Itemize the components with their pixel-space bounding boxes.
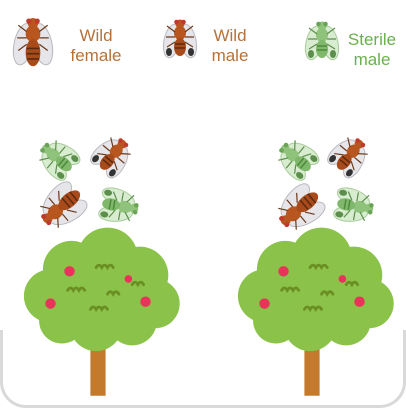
legend-wild-male-line1: Wild (190, 26, 270, 46)
fly-cluster-left (30, 128, 142, 238)
legend-wild-male-line2: male (190, 46, 270, 66)
sterile-male-fly-icon (303, 22, 342, 62)
wild-male-fly-icon (84, 128, 139, 183)
sterile-male-fly-icon (96, 183, 142, 228)
legend-wild-female-line2: female (56, 46, 136, 66)
legend-sterile-male-line1: Sterile (337, 30, 406, 50)
sterile-male-fly-icon (30, 131, 85, 186)
tree-icon (24, 228, 180, 396)
legend-wild-female-label: Wild female (56, 26, 136, 66)
tree-icon (238, 228, 394, 396)
wild-female-fly-icon (10, 18, 56, 67)
fly-cluster-right (268, 128, 377, 240)
legend-wild-female-line1: Wild (56, 26, 136, 46)
legend-sterile-male-line2: male (337, 50, 406, 70)
wild-male-fly-icon (321, 128, 376, 183)
sterile-male-fly-icon (331, 183, 377, 228)
wild-female-fly-icon (30, 175, 94, 238)
legend-sterile-male-label: Sterile male (337, 30, 406, 70)
sterile-male-fly-icon (269, 131, 324, 186)
legend-wild-male-label: Wild male (190, 26, 270, 66)
